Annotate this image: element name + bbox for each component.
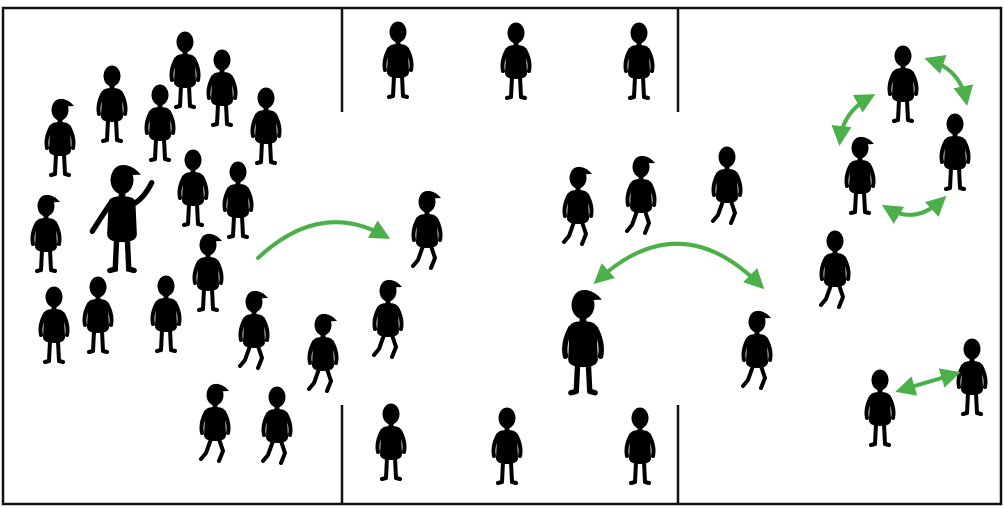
person-figure	[623, 22, 655, 100]
person-with-cap-figure	[844, 136, 876, 215]
person-with-cap-figure	[562, 166, 594, 246]
person-with-cap-figure	[411, 190, 443, 270]
person-figure	[38, 286, 70, 364]
person-with-cap-figure	[30, 194, 62, 273]
person-figure	[956, 338, 988, 416]
person-figure	[375, 403, 407, 481]
person-figure	[250, 87, 282, 165]
people-group	[30, 21, 988, 485]
arrow-double-left-loop	[831, 94, 876, 146]
person-figure	[887, 45, 919, 123]
person-figure	[169, 31, 201, 109]
arrows-group	[256, 54, 974, 396]
person-with-cap-figure	[562, 290, 604, 396]
person-figure	[491, 407, 523, 485]
person-figure	[82, 276, 114, 354]
person-figure	[261, 386, 293, 465]
person-figure	[819, 230, 851, 309]
person-figure	[144, 84, 176, 162]
person-with-cap-figure	[199, 383, 231, 463]
person-figure	[206, 49, 238, 127]
arrow-double-bottom-loop	[881, 195, 947, 224]
person-figure	[177, 149, 209, 227]
person-figure	[96, 65, 128, 143]
arrow-double-top-right	[924, 54, 974, 106]
person-figure	[939, 113, 971, 191]
person-with-cap-figure	[372, 279, 404, 359]
person-figure	[382, 21, 414, 99]
person-with-cap-figure	[741, 310, 773, 390]
person-figure	[624, 407, 656, 485]
person-with-cap-figure	[192, 233, 224, 312]
arrow-straight-double-pair	[895, 368, 961, 396]
person-figure	[500, 22, 532, 100]
arrow-curved-double-middle	[593, 241, 765, 290]
person-with-cap-figure	[625, 155, 657, 235]
person-figure	[150, 275, 182, 353]
arrow-curved-to-walker	[256, 220, 391, 260]
leader-pointing-figure	[89, 165, 155, 274]
person-figure	[864, 369, 896, 447]
person-with-cap-figure	[238, 290, 270, 370]
person-figure	[711, 146, 743, 225]
frame-lines	[1, 6, 1003, 506]
person-figure	[222, 161, 254, 239]
frame-border	[1, 6, 1003, 506]
person-with-cap-figure	[44, 98, 76, 177]
person-with-cap-figure	[307, 313, 339, 393]
